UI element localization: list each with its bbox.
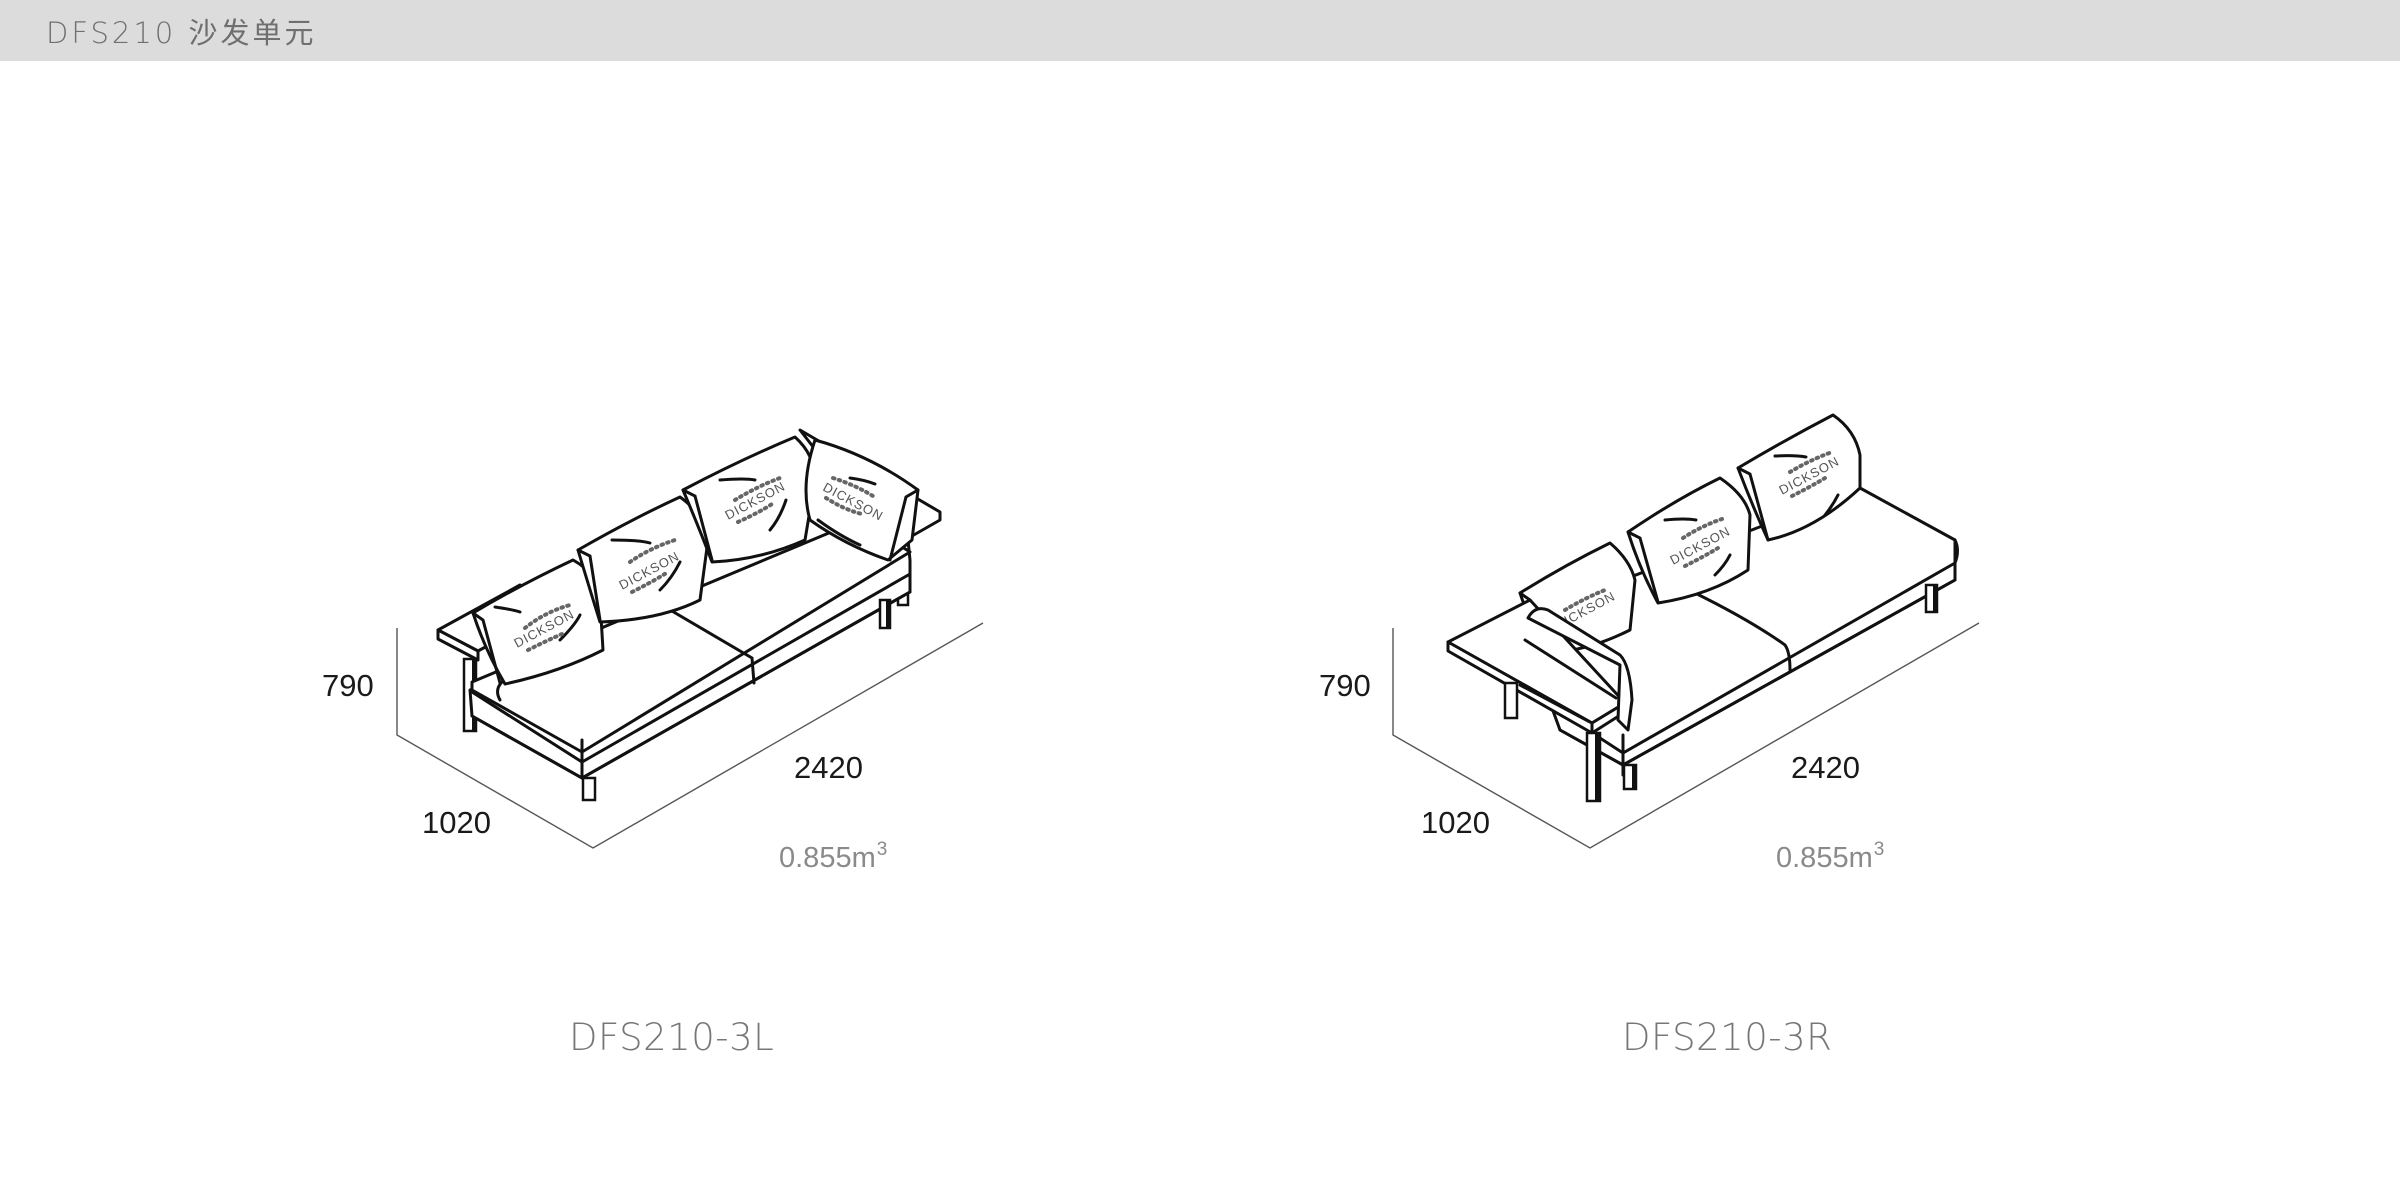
volume-value: 0.855m bbox=[1776, 842, 1873, 874]
sofa-drawing-3l: DICKSON DICKSON DICKSON DI bbox=[396, 428, 984, 849]
page-title: DFS210 沙发单元 bbox=[46, 16, 317, 50]
height-dimension-label: 790 bbox=[322, 668, 374, 703]
volume-label: 0.855m3 bbox=[779, 840, 887, 873]
model-name-label: DFS210-3R bbox=[1622, 1016, 1833, 1059]
sofa-drawing-3r: DICKSON DICKSON DICKSON bbox=[1392, 413, 1980, 849]
dimension-lines-3r bbox=[1392, 622, 1980, 849]
back-cushion-1: DICKSON bbox=[471, 558, 605, 686]
width-dimension-label: 2420 bbox=[1791, 750, 1860, 785]
height-dimension-label: 790 bbox=[1319, 668, 1371, 703]
volume-label: 0.855m3 bbox=[1776, 840, 1884, 873]
volume-value: 0.855m bbox=[779, 842, 876, 874]
back-cushion-3: DICKSON bbox=[681, 435, 817, 564]
back-cushion-2: DICKSON bbox=[1626, 476, 1752, 605]
back-cushion-4: DICKSON bbox=[804, 438, 920, 562]
width-dimension-label: 2420 bbox=[794, 750, 863, 785]
model-name-label: DFS210-3L bbox=[569, 1016, 775, 1059]
volume-unit-superscript: 3 bbox=[876, 839, 888, 860]
back-cushion-3: DICKSON bbox=[1736, 413, 1862, 542]
dimension-lines-3l bbox=[396, 622, 984, 849]
back-cushion-2: DICKSON bbox=[576, 495, 710, 624]
depth-dimension-label: 1020 bbox=[1421, 805, 1490, 840]
header-bar: DFS210 沙发单元 bbox=[0, 0, 2400, 61]
volume-unit-superscript: 3 bbox=[1873, 839, 1885, 860]
depth-dimension-label: 1020 bbox=[422, 805, 491, 840]
